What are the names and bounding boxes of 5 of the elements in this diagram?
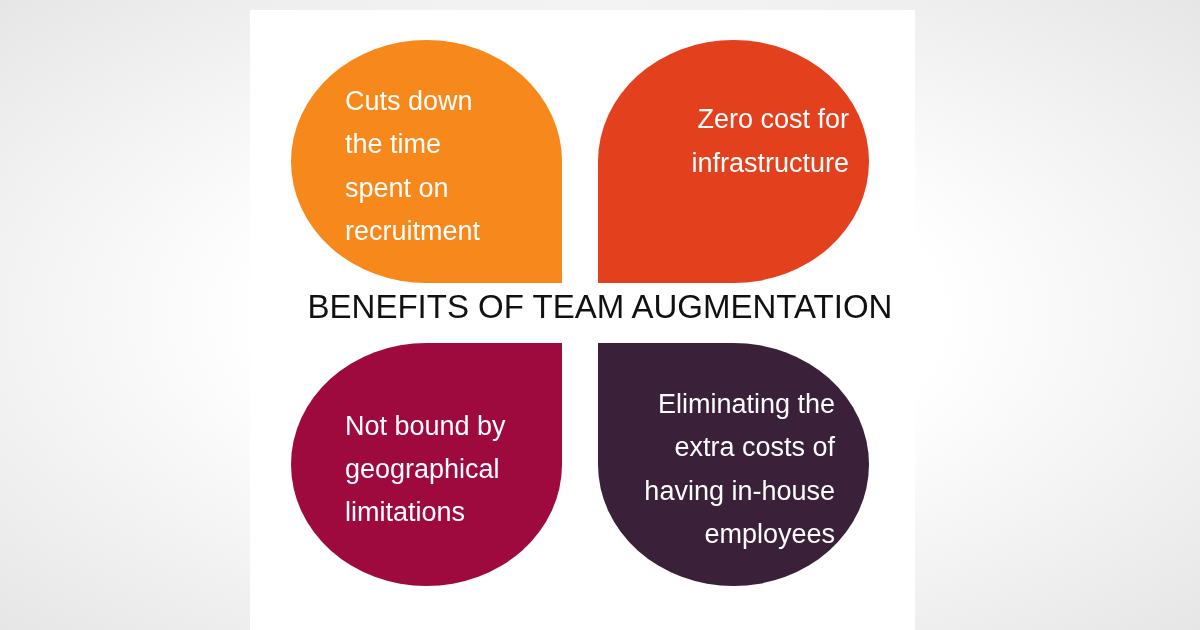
petal-text: Cuts down the time spent on recruitment [345,85,482,248]
title: BENEFITS OF TEAM AUGMENTATION [306,288,894,326]
petal-text: Not bound by geographical limitations [345,409,507,530]
petal-text: Eliminating the extra costs of having in-house employees [643,388,835,551]
petal-text: Zero cost for infrastructure [690,103,849,180]
